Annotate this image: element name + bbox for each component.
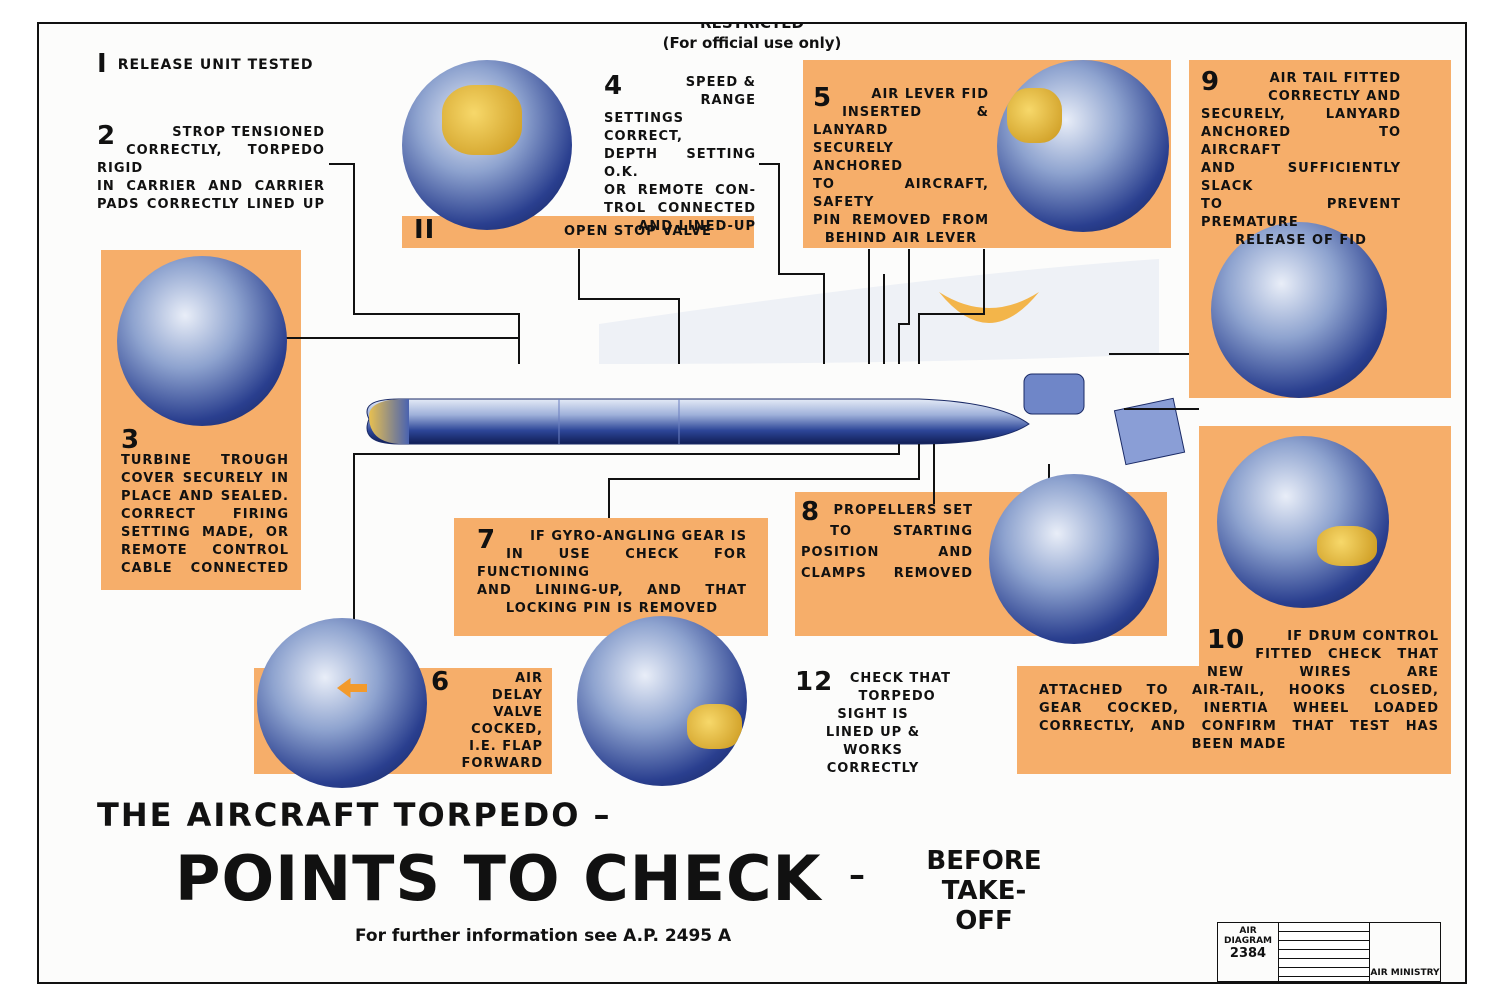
panel-7 [454, 518, 768, 636]
roundel-shape [939, 292, 1039, 323]
arrow-icon [337, 678, 367, 698]
gloved-hand-icon [687, 704, 742, 749]
photo-air-tail [1211, 222, 1387, 398]
gloved-hand-icon [1007, 88, 1062, 143]
torpedo-body [366, 398, 1030, 445]
photo-drum-control [1217, 436, 1389, 608]
ministry-cell: AIR MINISTRY [1370, 968, 1440, 978]
aircraft-fuselage [599, 259, 1159, 364]
gloved-hand-icon [442, 85, 522, 155]
title-main: POINTS TO CHECK [175, 842, 822, 915]
title-line-1: THE AIRCRAFT TORPEDO – [97, 796, 612, 834]
leader-lines [249, 163, 1199, 674]
torpedo-diagram [249, 163, 1199, 674]
photo-propellers [989, 474, 1159, 644]
info-reference: For further information see A.P. 2495 A [355, 926, 732, 946]
photo-air-delay-valve [257, 618, 427, 788]
panel-10-bottom [1017, 666, 1451, 774]
photo-air-lever [997, 60, 1169, 232]
classification-note: (For official use only) [662, 34, 842, 52]
torpedo-nose [369, 399, 409, 444]
item-11: II OPEN STOP VALVE [414, 215, 712, 245]
title-dash: – [849, 856, 865, 894]
amendments-grid [1279, 923, 1370, 981]
poster: RESTRICTED (For official use only) [37, 22, 1467, 984]
air-diagram-cell: AIR DIAGRAM 2384 [1218, 923, 1279, 981]
gloved-hand-icon [1317, 526, 1377, 566]
photo-gyro-angling [577, 616, 747, 786]
air-tail-fin [1113, 397, 1186, 466]
item-3: 3 TURBINE TROUGH COVER SECURELY IN PLACE… [121, 425, 289, 576]
classification-heading: RESTRICTED [700, 22, 804, 32]
footer-box: AIR DIAGRAM 2384 AIR MINISTRY [1217, 922, 1441, 982]
photo-turbine-trough [117, 256, 287, 426]
title-subtitle: BEFORE TAKE-OFF [926, 846, 1042, 936]
torpedo-tail [1023, 373, 1085, 415]
photo-release-unit [402, 60, 572, 230]
